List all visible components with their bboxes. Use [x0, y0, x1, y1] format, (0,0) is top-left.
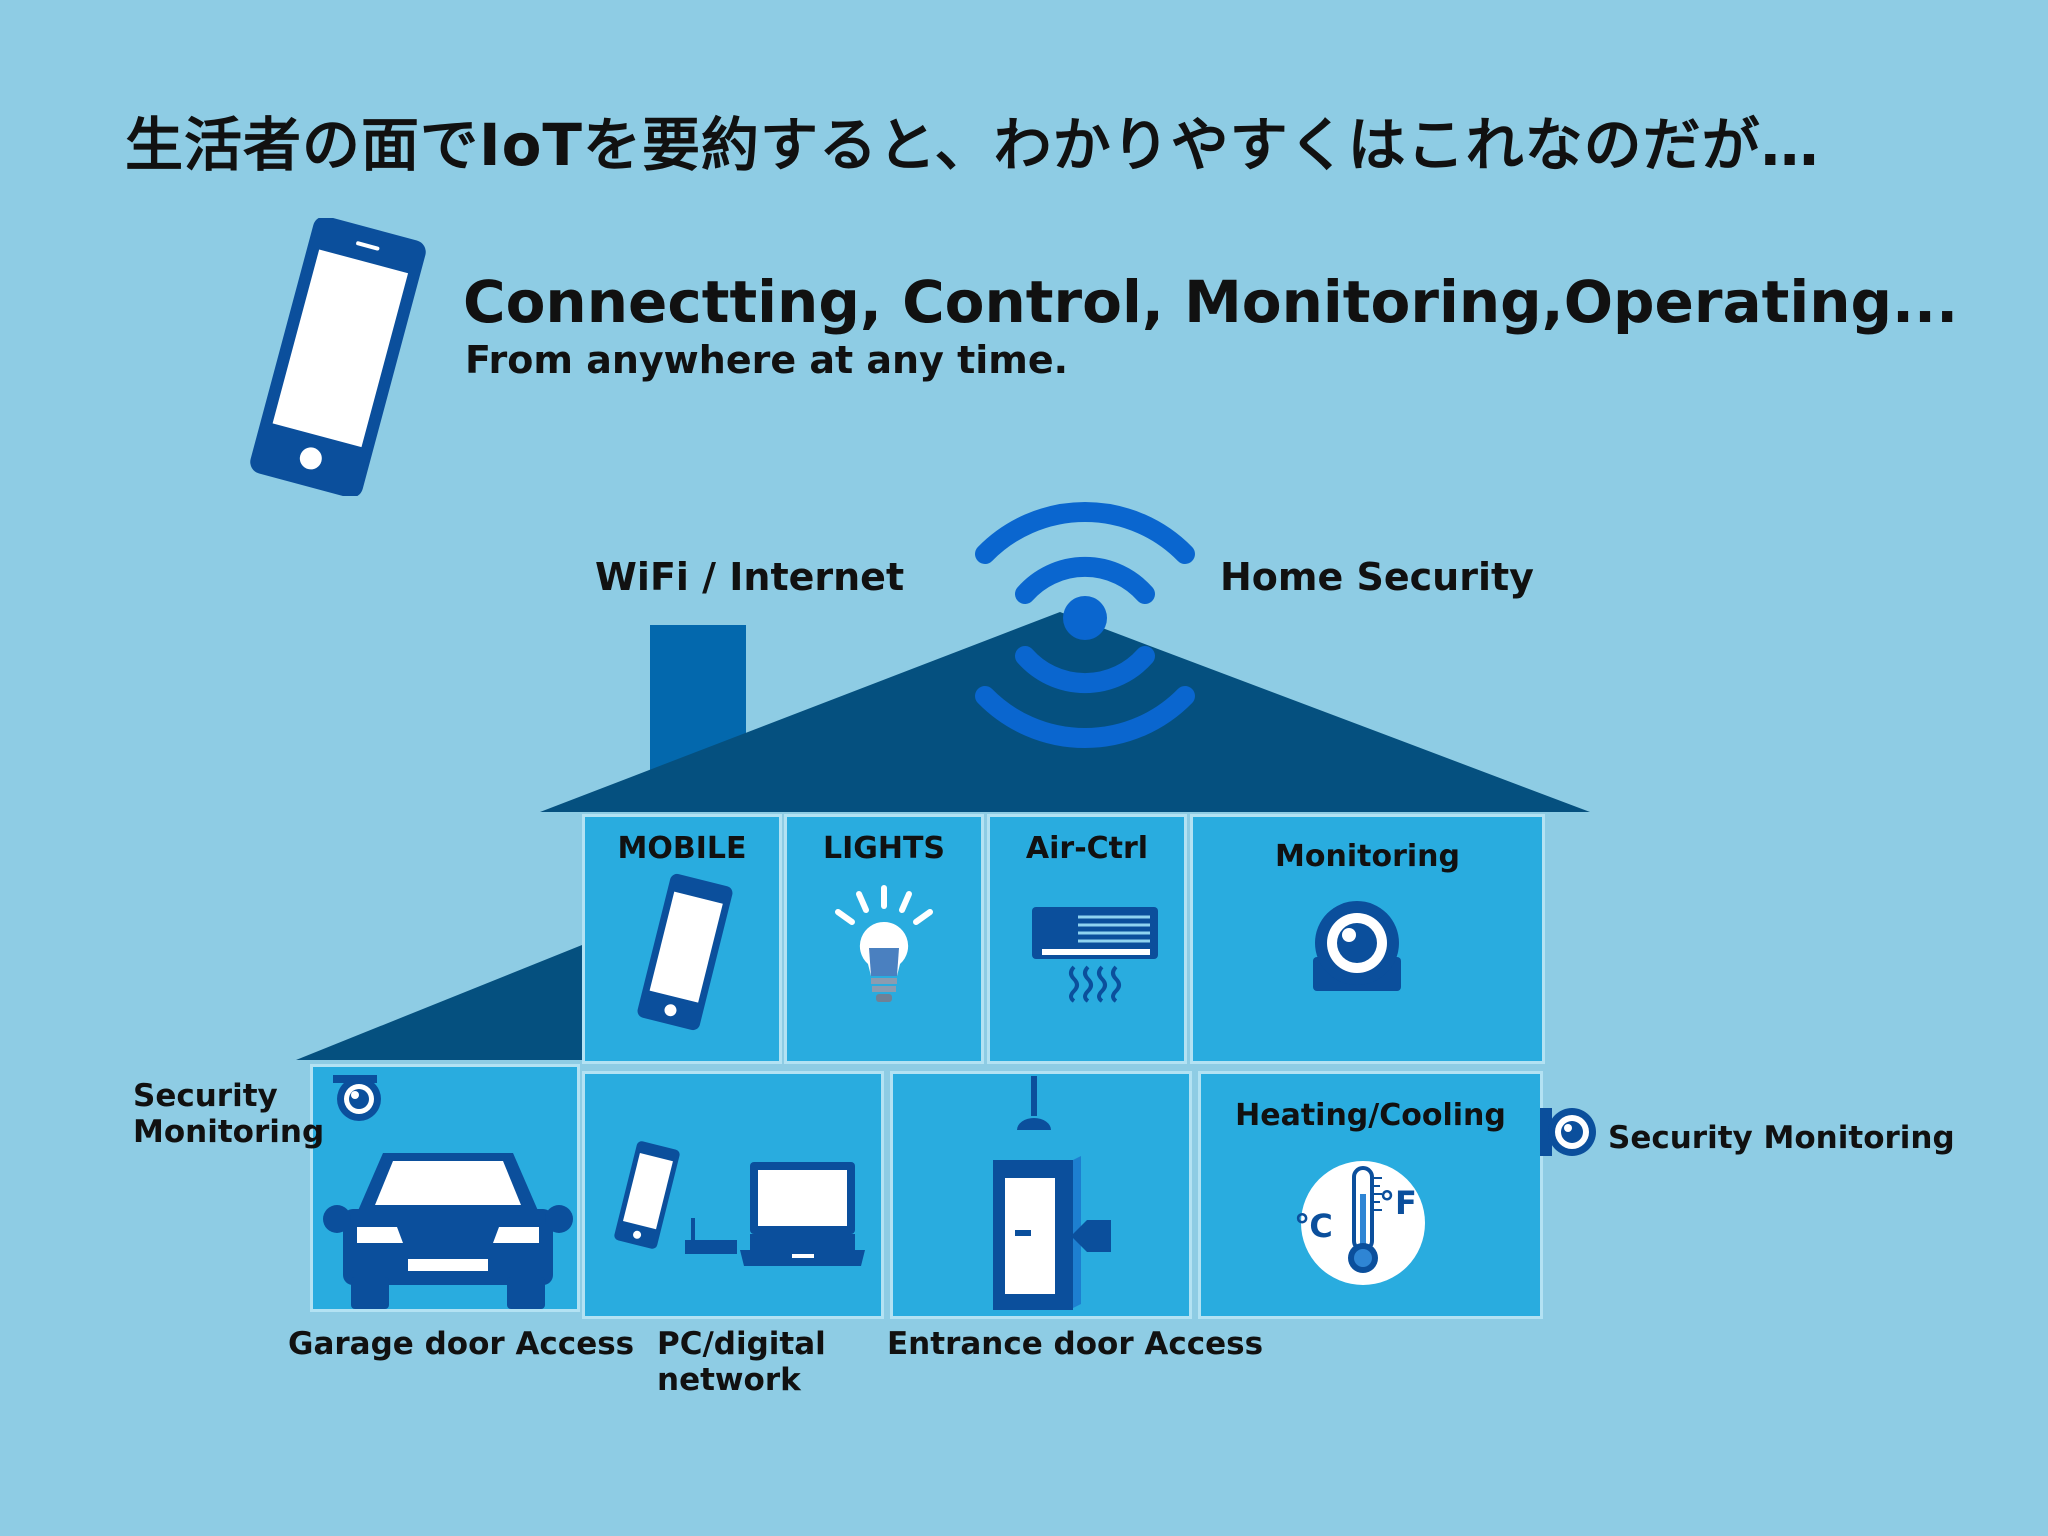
- door-icon: [993, 1076, 1111, 1310]
- security-monitoring-left-line1: Security: [133, 1078, 278, 1114]
- security-monitoring-right: Security Monitoring: [1608, 1120, 1955, 1156]
- tagline-main: Connectting, Control, Monitoring,Operati…: [463, 268, 1959, 336]
- smartphone-icon: [614, 1141, 680, 1249]
- room-garage: [310, 1064, 580, 1312]
- house-roof: [296, 612, 1590, 1060]
- room-entrance: [890, 1071, 1192, 1319]
- router-icon: [685, 1218, 737, 1254]
- pc-caption-line2: network: [657, 1362, 801, 1398]
- thermometer-icon: [1301, 1161, 1425, 1285]
- car-icon: [323, 1153, 573, 1309]
- room-pc-network: [582, 1071, 884, 1319]
- fahrenheit-label: °F: [1379, 1184, 1417, 1222]
- home-security-label: Home Security: [1220, 555, 1534, 599]
- camera-icon: [1313, 901, 1401, 991]
- wifi-icon: [975, 502, 1195, 748]
- camera-icon: [333, 1075, 381, 1121]
- room-monitoring: Monitoring: [1190, 814, 1545, 1064]
- camera-icon: [1540, 1108, 1596, 1156]
- laptop-icon: [740, 1162, 865, 1266]
- room-monitoring-label: Monitoring: [1275, 839, 1460, 874]
- smartphone-icon: [250, 218, 426, 496]
- security-monitoring-left-line2: Monitoring: [133, 1114, 325, 1150]
- celsius-label: ℃: [1294, 1207, 1333, 1245]
- room-mobile: MOBILE: [582, 814, 782, 1064]
- lightbulb-icon: [835, 885, 933, 1002]
- wifi-internet-label: WiFi / Internet: [595, 555, 905, 599]
- room-air-ctrl: Air-Ctrl: [987, 814, 1187, 1064]
- garage-caption: Garage door Access: [288, 1326, 635, 1362]
- room-air-label: Air-Ctrl: [1025, 831, 1149, 866]
- page-title: 生活者の面でIoTを要約すると、わかりやすくはこれなのだが…: [125, 111, 1820, 179]
- tagline-sub: From anywhere at any time.: [465, 338, 1069, 382]
- entrance-caption: Entrance door Access: [887, 1326, 1264, 1362]
- air-conditioner-icon: [1032, 907, 1158, 1003]
- room-mobile-label: MOBILE: [617, 831, 747, 866]
- smartphone-icon: [637, 873, 733, 1031]
- room-lights: LIGHTS: [784, 814, 984, 1064]
- room-heating-label: Heating/Cooling: [1235, 1098, 1506, 1133]
- room-heating-cooling: Heating/Cooling ℃ °F: [1198, 1071, 1543, 1319]
- room-lights-label: LIGHTS: [822, 831, 946, 866]
- pc-caption-line1: PC/digital: [657, 1326, 826, 1362]
